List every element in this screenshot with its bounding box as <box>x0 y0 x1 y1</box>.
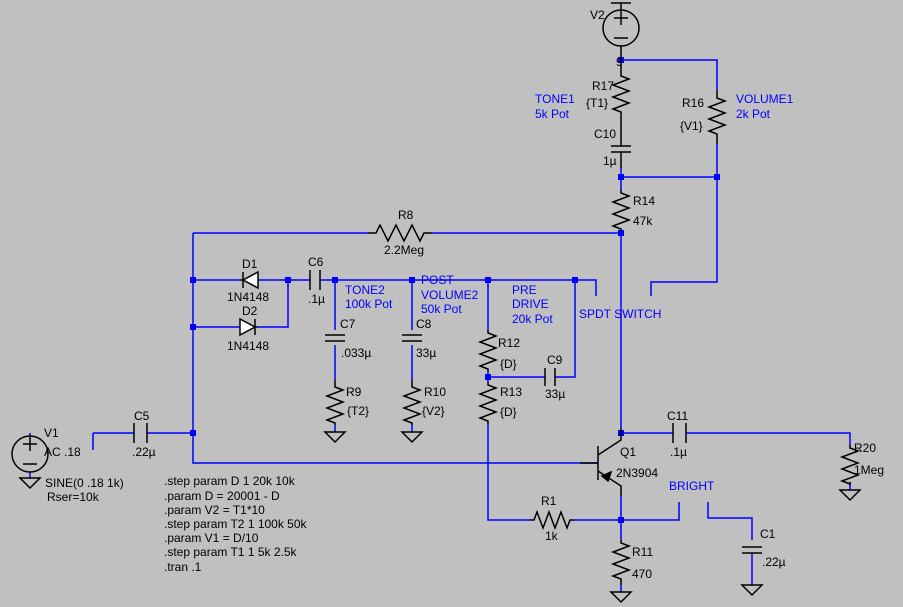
r10-resistor <box>400 380 424 444</box>
c5-capacitor <box>133 423 148 443</box>
directive-line: .step param T1 1 5k 2.5k <box>164 545 298 559</box>
c6-value: .1µ <box>308 292 325 306</box>
r17-value: {T1} <box>586 96 608 110</box>
c5-value: .22µ <box>132 445 156 459</box>
v1-sine: SINE(0 .18 1k) <box>45 476 124 490</box>
r17-resistor <box>610 60 632 126</box>
volume2-value: 50k Pot <box>421 302 462 316</box>
r16-label: R16 <box>682 96 704 110</box>
c1-capacitor <box>740 546 764 597</box>
c7-value: .033µ <box>341 346 371 360</box>
r10-value: {V2} <box>422 404 445 418</box>
c8-capacitor <box>402 334 422 342</box>
r11-resistor <box>609 540 633 604</box>
r12-resistor <box>477 330 499 371</box>
r13-resistor <box>477 382 499 424</box>
volume1-label: VOLUME1 <box>736 92 794 106</box>
labels: V2 9 R17 {T1} TONE1 5k Pot R16 {V1} VOLU… <box>44 8 884 581</box>
q1-label: Q1 <box>620 445 636 459</box>
r8-value: 2.2Meg <box>384 243 424 257</box>
volume1-value: 2k Pot <box>736 107 771 121</box>
tone1-label: TONE1 <box>535 92 575 106</box>
directive-line: .param D = 20001 - D <box>164 489 280 503</box>
r12-value: {D} <box>500 357 517 371</box>
r14-label: R14 <box>633 194 655 208</box>
c9-value: 33µ <box>545 387 565 401</box>
q1-value: 2N3904 <box>616 466 658 480</box>
r20-label: R20 <box>854 441 876 455</box>
c11-capacitor <box>672 423 687 443</box>
q1-transistor <box>580 428 622 496</box>
r9-value: {T2} <box>347 404 369 418</box>
c11-label: C11 <box>667 409 688 423</box>
tone1-value: 5k Pot <box>535 107 570 121</box>
r11-value: 470 <box>632 567 652 581</box>
wires <box>29 59 851 592</box>
d2-diode <box>239 317 258 337</box>
drive-label: DRIVE <box>512 297 549 311</box>
v2-label: V2 <box>590 8 605 22</box>
c5-label: C5 <box>134 409 150 423</box>
c9-capacitor <box>544 368 556 386</box>
c9-label: C9 <box>547 353 563 367</box>
c1-value: .22µ <box>762 555 786 569</box>
r12-label: R12 <box>498 336 520 350</box>
r10-label: R10 <box>424 385 446 399</box>
v2-node-label: 9 <box>616 57 622 69</box>
volume2-label: VOLUME2 <box>421 288 479 302</box>
r17-label: R17 <box>592 79 614 93</box>
spice-directives: .step param D 1 20k 10k .param D = 20001… <box>164 474 308 574</box>
d1-label: D1 <box>242 257 258 271</box>
directive-line: .step param T2 1 100k 50k <box>164 517 308 531</box>
r9-resistor <box>323 380 347 444</box>
bright-label: BRIGHT <box>669 479 715 493</box>
v1-rser: Rser=10k <box>47 490 100 504</box>
directive-line: .step param D 1 20k 10k <box>164 474 296 488</box>
c6-label: C6 <box>308 255 324 269</box>
c8-value: 33µ <box>416 346 436 360</box>
c1-label: C1 <box>760 527 776 541</box>
d2-value: 1N4148 <box>227 339 269 353</box>
r13-label: R13 <box>500 385 522 399</box>
post-label: POST <box>421 273 454 287</box>
r8-label: R8 <box>398 208 414 222</box>
r1-label: R1 <box>541 494 557 508</box>
c10-value: 1µ <box>603 154 617 168</box>
tone2-value: 100k Pot <box>345 297 393 311</box>
c11-value: .1µ <box>670 445 687 459</box>
r13-value: {D} <box>500 405 517 419</box>
v2-source <box>602 2 640 60</box>
c6-capacitor <box>309 270 321 290</box>
pre-label: PRE <box>512 283 537 297</box>
r16-value: {V1} <box>680 119 703 133</box>
c10-capacitor <box>611 126 631 168</box>
spdt-switch-label: SPDT SWITCH <box>579 307 661 321</box>
d1-value: 1N4148 <box>227 290 269 304</box>
r8-resistor <box>368 223 432 243</box>
drive-value: 20k Pot <box>512 312 553 326</box>
r11-label: R11 <box>632 545 653 559</box>
tone2-label: TONE2 <box>345 283 385 297</box>
r9-label: R9 <box>346 385 362 399</box>
r20-value: 1Meg <box>854 463 884 477</box>
c7-capacitor <box>325 334 345 342</box>
c8-label: C8 <box>416 317 432 331</box>
r14-value: 47k <box>633 214 653 228</box>
v1-source <box>11 435 49 490</box>
v1-label: V1 <box>44 426 59 440</box>
r1-value: 1k <box>545 529 559 543</box>
c10-label: C10 <box>594 127 616 141</box>
d1-diode <box>240 270 259 290</box>
directive-line: .tran .1 <box>164 560 202 574</box>
r16-resistor <box>706 90 728 144</box>
d2-label: D2 <box>242 304 258 318</box>
v1-ac: AC .18 <box>44 445 81 459</box>
c7-label: C7 <box>340 317 356 331</box>
r1-resistor <box>530 509 574 531</box>
r20-resistor <box>838 445 862 502</box>
r14-resistor <box>610 190 632 231</box>
directive-line: .param V1 = D/10 <box>164 531 259 545</box>
directive-line: .param V2 = T1*10 <box>164 503 265 517</box>
